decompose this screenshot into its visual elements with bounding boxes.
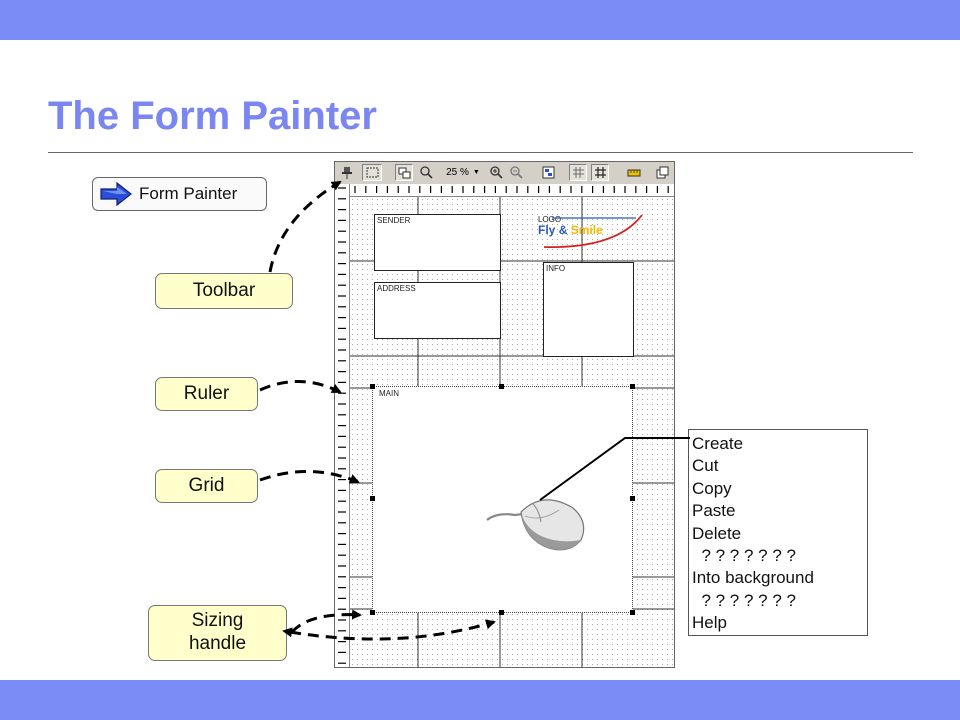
chevron-down-icon: ▼	[472, 169, 480, 176]
menu-item-into-background[interactable]: Into background	[692, 568, 814, 588]
form-painter-label: Form Painter	[139, 184, 238, 203]
horizontal-ruler[interactable]	[349, 184, 674, 197]
menu-item-delete[interactable]: Delete	[692, 523, 742, 543]
ruler-connector	[259, 380, 342, 394]
grid-callout: Grid	[155, 469, 258, 503]
logo-text-smile: Smile	[570, 223, 603, 237]
select-window-icon[interactable]	[362, 164, 382, 181]
zoom-out-icon[interactable]	[507, 164, 525, 181]
title-divider	[48, 152, 913, 153]
form-painter-button[interactable]: Form Painter	[92, 177, 267, 211]
sizing-handle-bc[interactable]	[499, 610, 504, 615]
info-window-label: INFO	[546, 264, 566, 273]
layout-grid-canvas[interactable]: SENDER ADDRESS LOGO Fly & Smile INFO MAI…	[350, 197, 674, 667]
sizing-handle-callout-line2: handle	[188, 633, 247, 654]
mouse-icon	[486, 499, 585, 551]
context-menu: Create Cut Copy Paste Delete ? ? ? ? ? ?…	[688, 429, 868, 636]
sizing-handle-tl[interactable]	[370, 384, 375, 389]
logo-text-ampersand: &	[558, 223, 568, 237]
logo-text-fly: Fly	[538, 223, 556, 237]
sizing-handle-mr[interactable]	[630, 496, 635, 501]
ruler-toggle-icon[interactable]	[625, 164, 643, 181]
sender-window-label: SENDER	[377, 216, 411, 225]
grid-callout-text: Grid	[188, 474, 225, 496]
ruler-callout-text: Ruler	[183, 382, 230, 404]
top-band	[0, 0, 960, 40]
menu-item-help[interactable]: Help	[692, 613, 727, 633]
toolbar-callout-text: Toolbar	[192, 279, 256, 301]
toolbar-callout: Toolbar	[155, 273, 293, 309]
menu-item-unknown-1[interactable]: ? ? ? ? ? ? ?	[692, 546, 796, 566]
sizing-handle-callout: Sizing handle	[148, 605, 287, 661]
sizing-handle-bl[interactable]	[370, 610, 375, 615]
info-window[interactable]: INFO	[543, 262, 634, 357]
sizing-handle-br[interactable]	[630, 610, 635, 615]
vertical-ruler[interactable]	[335, 184, 350, 668]
sizing-handle-tr[interactable]	[630, 384, 635, 389]
painter-toolbar: 25 % ▼	[335, 162, 674, 185]
zoom-select[interactable]: 25 % ▼	[443, 164, 483, 181]
address-window[interactable]: ADDRESS	[374, 282, 501, 339]
menu-item-cut[interactable]: Cut	[692, 456, 719, 476]
zoom-page-icon[interactable]	[417, 164, 435, 181]
snap-grid-icon[interactable]	[591, 164, 609, 181]
menu-item-create[interactable]: Create	[692, 434, 744, 453]
ruler-callout: Ruler	[155, 377, 258, 411]
logo-graphic	[543, 215, 643, 248]
logo-window[interactable]: LOGO Fly & Smile	[536, 215, 644, 253]
menu-item-copy[interactable]: Copy	[692, 478, 732, 498]
layout-icon[interactable]	[539, 164, 557, 181]
logo-window-label: LOGO	[538, 215, 562, 224]
toolbar-connector	[268, 180, 342, 273]
bottom-band	[0, 680, 960, 720]
pin-icon[interactable]	[338, 164, 355, 181]
sender-window[interactable]: SENDER	[374, 214, 501, 271]
menu-item-paste[interactable]: Paste	[692, 501, 736, 521]
properties-icon[interactable]	[653, 164, 671, 181]
copy-window-icon[interactable]	[395, 164, 413, 181]
sizing-handle-ml[interactable]	[370, 496, 375, 501]
address-window-label: ADDRESS	[377, 284, 416, 293]
main-window-label: MAIN	[379, 389, 399, 398]
logo-text: Fly & Smile	[538, 223, 603, 237]
zoom-in-icon[interactable]	[487, 164, 505, 181]
menu-item-unknown-2[interactable]: ? ? ? ? ? ? ?	[692, 590, 796, 610]
sizing-handle-callout-line1: Sizing	[191, 610, 244, 632]
slide-title: The Form Painter	[48, 94, 377, 138]
form-painter-window: 25 % ▼	[334, 161, 675, 668]
blue-arrow-icon	[100, 182, 132, 206]
sizing-handle-tc[interactable]	[499, 384, 504, 389]
zoom-value: 25 %	[446, 167, 469, 178]
grid-toggle-icon[interactable]	[569, 164, 587, 181]
